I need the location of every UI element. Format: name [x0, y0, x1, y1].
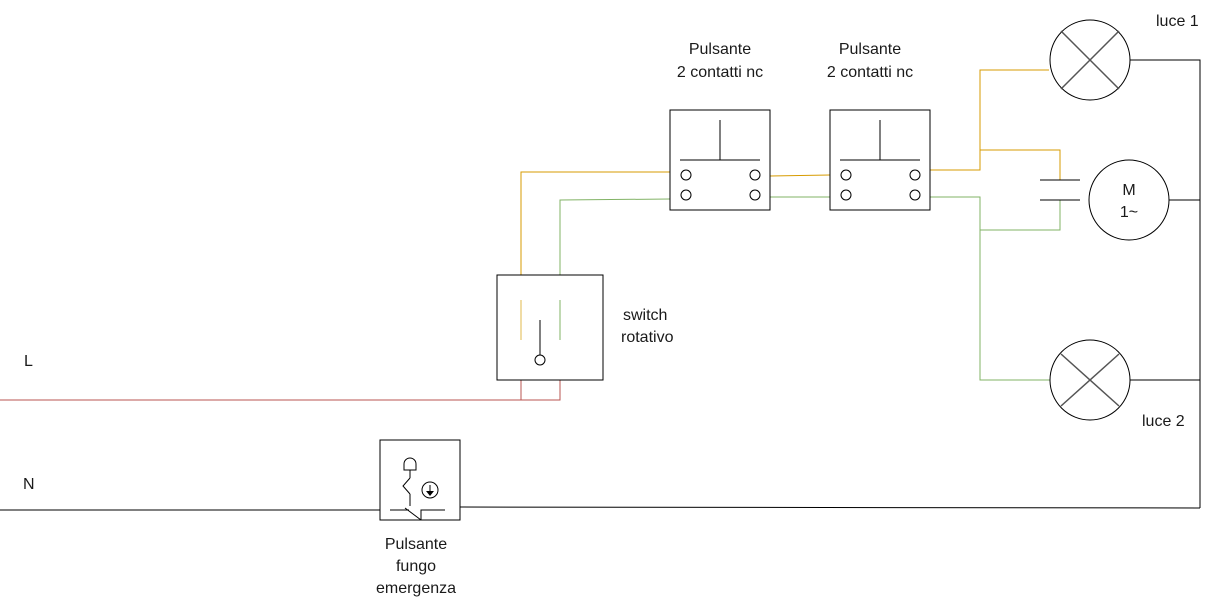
pushbutton-1[interactable]	[669, 109, 771, 211]
motor[interactable]: M 1~	[1088, 159, 1170, 241]
pushbutton-1-label-1: Pulsante	[689, 41, 751, 58]
emergency-label-2: fungo	[396, 558, 436, 575]
label-L: L	[24, 353, 33, 370]
push-down-icon	[421, 481, 439, 499]
pushbutton-2-label-2: 2 contatti nc	[827, 64, 913, 81]
mushroom-head-icon	[402, 457, 417, 506]
emergency-label-1: Pulsante	[385, 536, 447, 553]
pushbutton-2[interactable]	[829, 109, 931, 211]
switch-label-2: rotativo	[621, 329, 674, 346]
wire-green	[559, 196, 1061, 381]
pushbutton-2-label-1: Pulsante	[839, 41, 901, 58]
lamp-1[interactable]	[1049, 19, 1131, 101]
wire-yellow	[520, 69, 1061, 275]
wire-N	[0, 506, 1201, 511]
emergency-button[interactable]	[379, 439, 461, 521]
rotary-switch[interactable]	[496, 274, 604, 381]
wire-L	[0, 380, 561, 401]
lamp-2-label: luce 2	[1142, 413, 1185, 430]
pushbutton-1-label-2: 2 contatti nc	[677, 64, 763, 81]
label-N: N	[23, 476, 35, 493]
lamp-1-label: luce 1	[1156, 13, 1199, 30]
motor-label-1: M	[1122, 182, 1135, 199]
lamp-2[interactable]	[1049, 339, 1131, 421]
capacitor	[1040, 179, 1080, 201]
wire-neutral-rail	[1130, 59, 1201, 508]
motor-label-2: 1~	[1120, 204, 1138, 221]
switch-label-1: switch	[623, 307, 667, 324]
nc-contact-icon	[390, 507, 445, 521]
emergency-label-3: emergenza	[376, 580, 456, 597]
